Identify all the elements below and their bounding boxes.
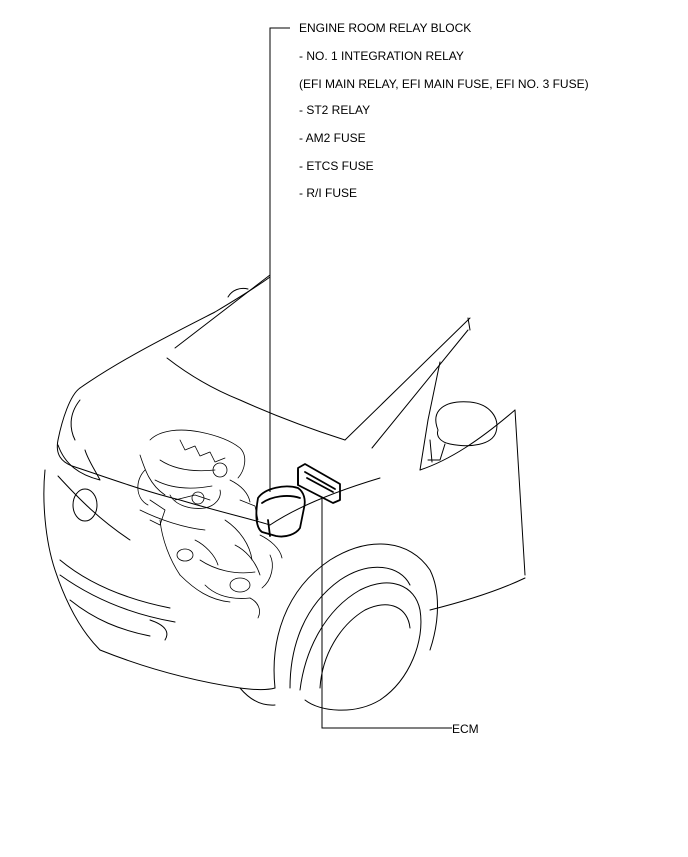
leader-lines — [269, 27, 452, 729]
relay-block-part — [255, 485, 306, 538]
ecm-part — [297, 463, 341, 504]
item-label-st2-relay: - ST2 RELAY — [299, 103, 371, 117]
item-label-am2-fuse: - AM2 FUSE — [299, 131, 366, 145]
engine-assembly — [137, 429, 283, 619]
relay-block-leader — [269, 27, 290, 492]
car-body — [43, 274, 526, 711]
item-label-integration-relay: - NO. 1 INTEGRATION RELAY — [299, 49, 464, 63]
ecm-leader — [321, 498, 452, 729]
item-label-etcs-fuse: - ETCS FUSE — [299, 159, 374, 173]
item-label-ri-fuse: - R/I FUSE — [299, 186, 358, 200]
item-label-integration-relay-detail: (EFI MAIN RELAY, EFI MAIN FUSE, EFI NO. … — [299, 77, 589, 91]
relay-block-label: ENGINE ROOM RELAY BLOCK — [299, 21, 472, 35]
ecm-label: ECM — [452, 722, 479, 736]
